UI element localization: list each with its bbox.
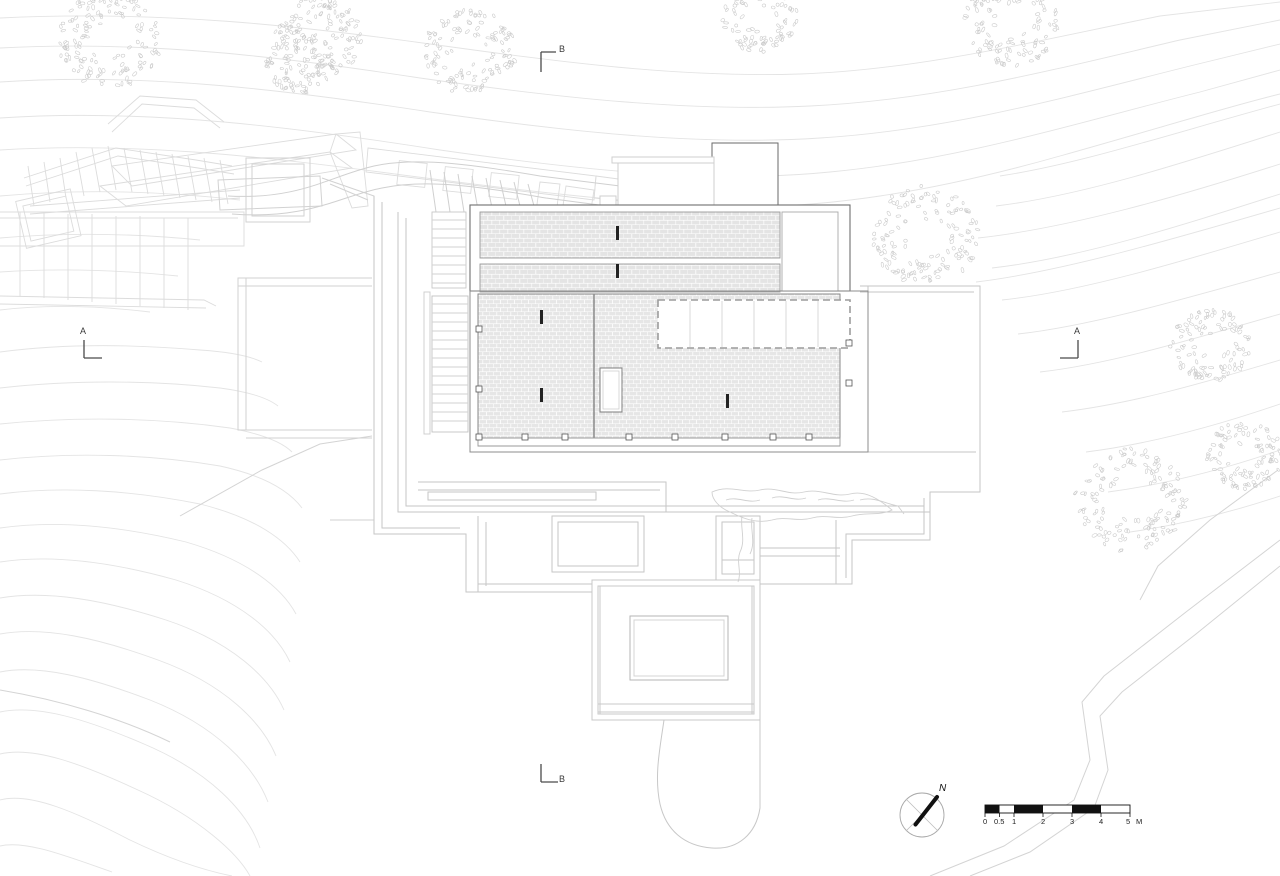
tree-canopies [58, 0, 1280, 553]
lower-pavilion [591, 579, 761, 849]
roof-mark-2 [616, 264, 619, 278]
north-stair [431, 211, 467, 289]
roof-mark-1 [616, 226, 619, 240]
section-label-b-top: B [559, 44, 566, 54]
scale-tick-0: 0 [983, 817, 988, 826]
tree-icon [58, 0, 161, 87]
section-marker-brackets [83, 51, 1079, 783]
scale-tick-1: 1 [1012, 817, 1017, 826]
tree-icon [1168, 308, 1251, 383]
tree-icon [273, 0, 363, 79]
court-mark-2 [540, 388, 543, 402]
section-label-a-right: A [1074, 326, 1081, 336]
scale-tick-3: 3 [1070, 817, 1075, 826]
compass-north-label: N [939, 783, 947, 794]
tree-icon [423, 8, 517, 93]
roof-tower [711, 142, 779, 213]
court-mark-1 [540, 310, 543, 324]
scale-unit-label: M [1136, 817, 1143, 826]
tree-icon [1205, 421, 1280, 491]
main-house [469, 142, 869, 453]
rock-feature [711, 488, 905, 583]
site-boundary [0, 435, 1280, 876]
structural-posts [475, 325, 853, 441]
roof-band-north [479, 211, 781, 259]
building-envelope [469, 290, 869, 453]
court-mark-3 [726, 394, 729, 408]
tree-icon [871, 184, 981, 283]
courtyard-pier-inner [602, 370, 620, 410]
scale-tick-4: 4 [1099, 817, 1104, 826]
tree-icon [962, 0, 1060, 68]
tree-icon [264, 29, 335, 95]
scale-tick-0-5: 0.5 [994, 817, 1005, 826]
section-label-b-bottom: B [559, 774, 566, 784]
section-label-a-left: A [80, 326, 87, 336]
covered-deck [657, 299, 851, 349]
tree-icon [720, 0, 799, 54]
tree-icon [1073, 446, 1189, 553]
roof-annex [781, 211, 839, 292]
scale-tick-2: 2 [1041, 817, 1046, 826]
compass-rose [899, 792, 945, 838]
scale-tick-5: 5 [1126, 817, 1131, 826]
scale-bar-graphic [984, 804, 1131, 817]
access-path [227, 161, 623, 216]
west-stair [423, 291, 469, 435]
roof-upper-wing [599, 156, 715, 213]
south-wall [477, 437, 841, 447]
roof-band-mid [479, 263, 781, 293]
